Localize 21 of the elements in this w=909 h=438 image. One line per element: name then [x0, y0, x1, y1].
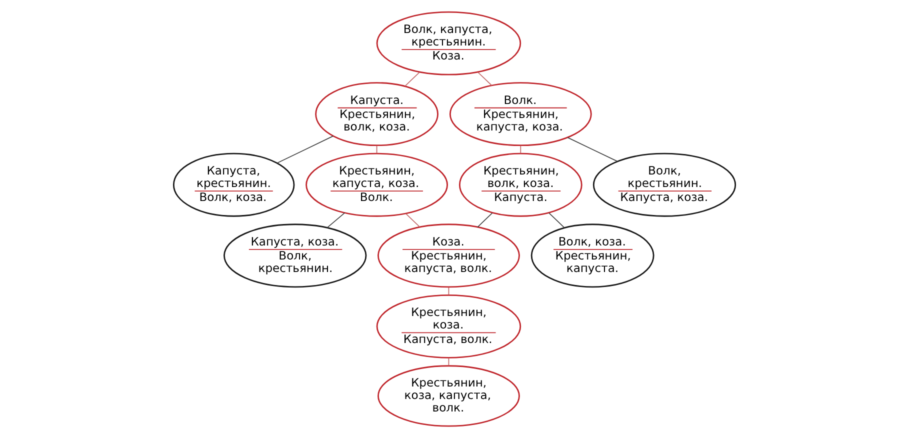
node-ellipse: Волк. Крестьянин, капуста, коза. — [449, 82, 592, 146]
connector — [477, 212, 493, 228]
connector — [326, 212, 346, 228]
connector — [276, 136, 334, 164]
node-ellipse: Коза. Крестьянин, капуста, волк. — [378, 224, 520, 288]
node-ellipse: Волк, коза. Крестьянин, капуста. — [530, 224, 654, 288]
connector — [406, 213, 420, 228]
node-ellipse: Крестьянин, волк, коза. Капуста. — [458, 152, 582, 217]
node-ellipse: Крестьянин, коза, капуста, волк. — [378, 365, 520, 427]
node-ellipse: Волк, крестьянин. Капуста, коза. — [592, 152, 736, 217]
node-ellipse: Капуста, крестьянин. Волк, коза. — [172, 152, 295, 217]
connector — [567, 137, 618, 162]
node-ellipse: Капуста, коза. Волк, крестьянин. — [224, 224, 367, 288]
connector — [548, 212, 565, 228]
connector — [478, 72, 492, 86]
node-ellipse: Капуста. Крестьянин, волк, коза. — [315, 82, 438, 146]
node-ellipse: Крестьянин, капуста, коза. Волк. — [306, 152, 448, 217]
node-ellipse: Крестьянин, коза. Капуста, волк. — [376, 294, 522, 358]
connector — [520, 145, 522, 154]
node-ellipse: Волк, капуста, крестьянин. Коза. — [376, 11, 522, 76]
connector — [404, 72, 420, 86]
